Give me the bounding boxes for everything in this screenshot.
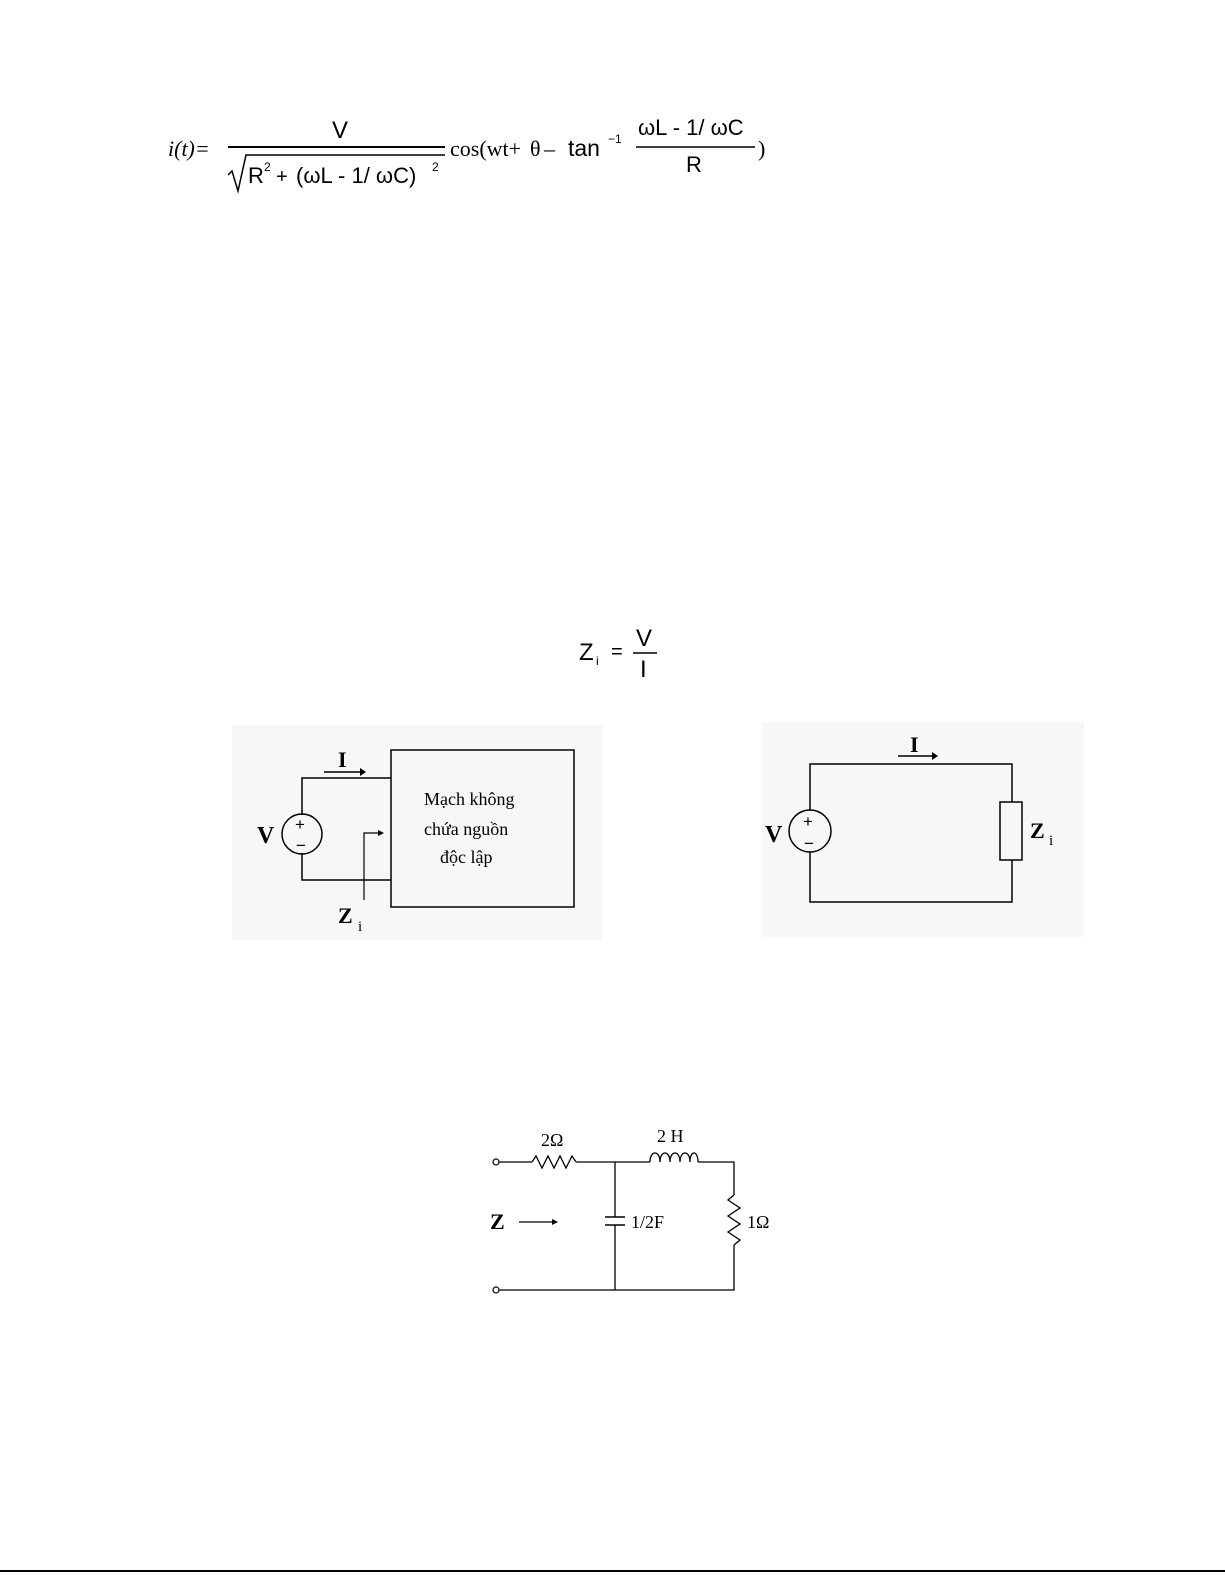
- source-label: V: [765, 822, 783, 848]
- tan-exponent: −1: [608, 132, 622, 146]
- cos-text: cos(wt+: [450, 136, 521, 161]
- denominator-r: R: [248, 163, 264, 188]
- right-wire-bottom: [499, 1245, 734, 1290]
- impedance-arrow-head: [552, 1219, 558, 1225]
- impedance-label: Z: [338, 903, 353, 928]
- denominator-paren: (ωL - 1/ ωC): [296, 163, 416, 188]
- box-text-line-3: độc lập: [440, 847, 492, 867]
- impedance-num: V: [636, 625, 652, 652]
- source-minus: −: [804, 834, 814, 853]
- impedance-label-sub: i: [358, 919, 362, 935]
- impedance-den: I: [640, 656, 647, 683]
- current-label: I: [910, 732, 919, 757]
- resistor-1ohm: [728, 1195, 740, 1245]
- top-wire-right: [698, 1162, 734, 1195]
- source-plus: +: [295, 815, 305, 834]
- inductor-label: 2 H: [657, 1126, 684, 1146]
- impedance-lhs: Z: [579, 639, 594, 666]
- impedance-label: Z: [1030, 818, 1045, 843]
- denominator-paren-exp: 2: [432, 160, 439, 174]
- inner-fraction-denominator: R: [686, 152, 702, 177]
- impedance-eq: =: [611, 641, 623, 663]
- resistor-1ohm-label: 1Ω: [747, 1212, 769, 1232]
- terminal-bottom: [493, 1287, 499, 1293]
- resistor-2ohm-label: 2Ω: [541, 1130, 563, 1150]
- inner-fraction-numerator: ωL - 1/ ωC: [638, 115, 744, 140]
- inductor-2h: [650, 1153, 698, 1162]
- theta: θ: [530, 136, 541, 161]
- closing-paren: ): [758, 136, 765, 161]
- impedance-label-sub: i: [1049, 833, 1053, 849]
- source-plus: +: [803, 812, 813, 831]
- formula-lhs: i(t)=: [168, 136, 210, 161]
- impedance-sub: i: [596, 654, 599, 668]
- capacitor-label: 1/2F: [631, 1212, 664, 1232]
- tan-text: tan: [568, 135, 600, 161]
- current-label: I: [338, 747, 347, 772]
- terminal-top: [493, 1159, 499, 1165]
- denominator-r-exp: 2: [264, 160, 271, 174]
- minus-sign: –: [543, 136, 556, 161]
- source-label: V: [257, 823, 275, 849]
- box-text-line-1: Mạch không: [424, 789, 514, 809]
- box-text-line-2: chứa nguồn: [424, 819, 508, 839]
- footer-rule: [0, 1570, 1225, 1572]
- denominator-plus: +: [276, 166, 288, 188]
- source-minus: −: [296, 836, 306, 855]
- formula-numerator: V: [332, 117, 348, 144]
- resistor-2ohm: [532, 1156, 576, 1168]
- impedance-label: Z: [490, 1209, 505, 1234]
